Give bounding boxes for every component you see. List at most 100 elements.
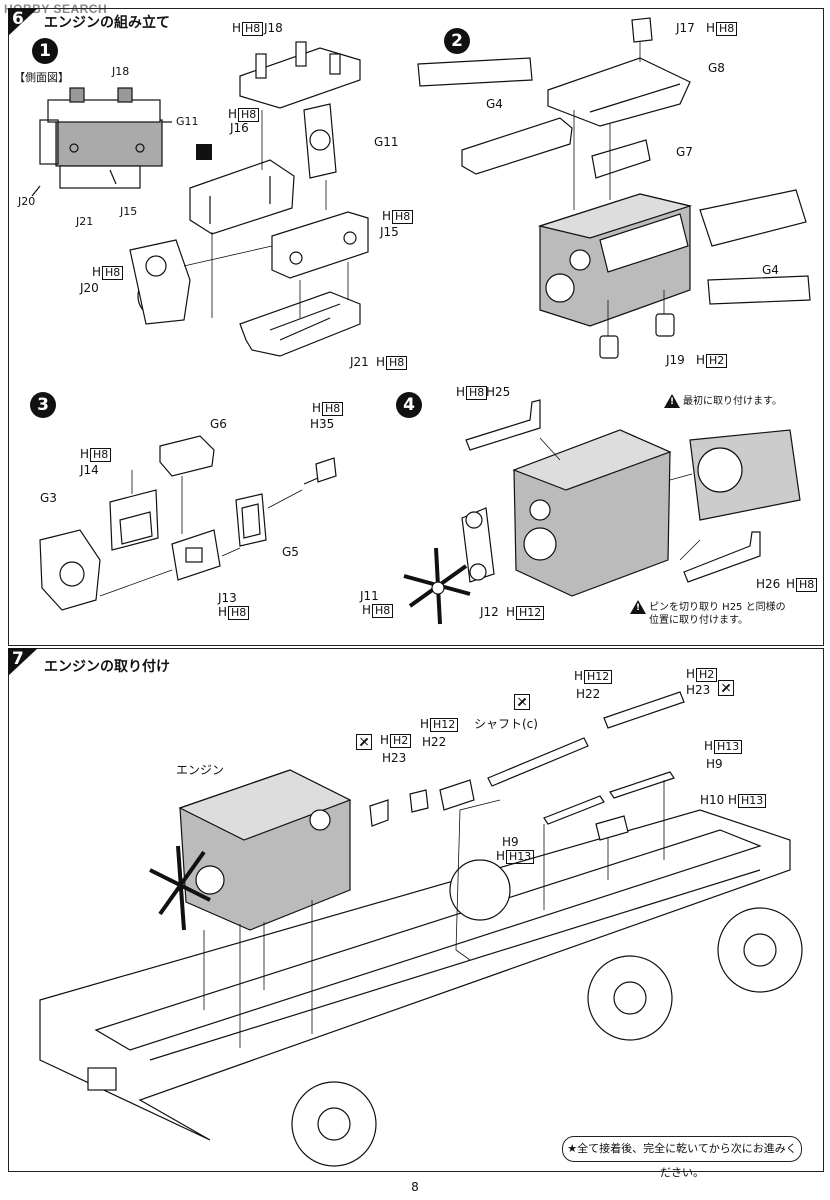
side-label-j20: J20 [18,195,36,208]
step7-title: エンジンの取り付け [44,659,170,675]
label-j21: J21 [350,355,369,369]
label-j18: J18 [264,21,283,35]
part-j17-drawing [631,17,653,43]
label-h23-b: H23 [382,751,407,765]
side-label-j15: J15 [120,205,138,218]
part-g6-drawing [159,435,215,477]
label-j17: J17 [676,21,695,35]
pin-h25-drawing [465,399,541,451]
label-g6: G6 [210,417,227,431]
label-g8: G8 [708,61,725,75]
label-h9-a: H9 [706,757,723,771]
fan-j11-drawing [403,547,471,625]
label-h9-b: H9 [502,835,519,849]
substep-3-badge: 3 [30,392,56,418]
warning-note-1: 最初に取り付けます。 [664,394,782,409]
label-g4-top: G4 [486,97,503,111]
side-label-g11: G11 [176,115,199,128]
part-j19-drawing [599,313,675,359]
part-j14-drawing [109,489,159,551]
substep-4-badge: 4 [396,392,422,418]
label-j19: J19 [666,353,685,367]
label-g5: G5 [282,545,299,559]
paint-marker-icon [196,144,212,160]
label-j11: J11 [360,589,379,603]
part-g11-drawing [303,103,337,179]
label-j15: J15 [380,225,399,239]
belt-j12-drawing [461,507,495,583]
label-h23-a: H23 [686,683,711,697]
final-note: ★全て接着後、完全に乾いてから次にお進みください。 [562,1136,802,1179]
side-label-j21: J21 [76,215,94,228]
side-view-label: 【側面図】 [14,71,69,84]
part-g3-drawing [39,529,101,611]
warning-icon [630,600,646,615]
part-j13-drawing [171,529,221,581]
gasket-top-drawing [417,57,533,87]
label-g7: G7 [676,145,693,159]
chassis-drawing [39,809,803,1167]
label-j13: J13 [218,591,237,605]
part-g4-top-drawing [461,117,573,175]
part-g4-right-drawing [699,189,807,247]
part-j20-drawing [129,239,191,325]
label-j14: J14 [80,463,99,477]
label-j12: J12 [480,605,499,619]
part-h35-drawing [303,457,337,485]
substep-2-badge: 2 [444,28,470,54]
step6-panel [8,8,824,646]
step6-title: エンジンの組み立て [44,15,170,31]
assembled-engine-drawing [512,429,801,597]
label-h25: H25 [486,385,511,399]
step7-panel [8,648,824,1172]
engine-block-drawing [537,193,693,327]
label-shaft-glue [514,694,530,710]
substep-1-badge: 1 [32,38,58,64]
driveshaft-drawing [369,691,685,827]
label-g3: G3 [40,491,57,505]
label-h26: H26 [756,577,781,591]
label-j16: J16 [230,121,249,135]
label-h23-b-h2 [356,734,400,750]
glue-icon [356,734,372,750]
step7-engine-drawing [149,769,352,931]
label-g11: G11 [374,135,399,149]
gasket-bottom-drawing [707,275,811,305]
pin-h26-drawing [683,531,761,583]
part-g7-drawing [591,139,651,179]
part-j15-drawing [271,211,369,279]
label-shaft: シャフト(c) [474,717,538,731]
side-label-j18: J18 [112,65,130,78]
part-j16-drawing [189,159,295,235]
label-h10: H10 [700,793,725,807]
label-h35: H35 [310,417,335,431]
page-number: 8 [411,1180,419,1194]
label-h22-a: H22 [576,687,601,701]
label-h22-b: H22 [422,735,447,749]
part-g5-drawing [235,493,267,547]
part-j18-drawing [239,41,361,109]
crossmember-drawing [543,771,675,841]
